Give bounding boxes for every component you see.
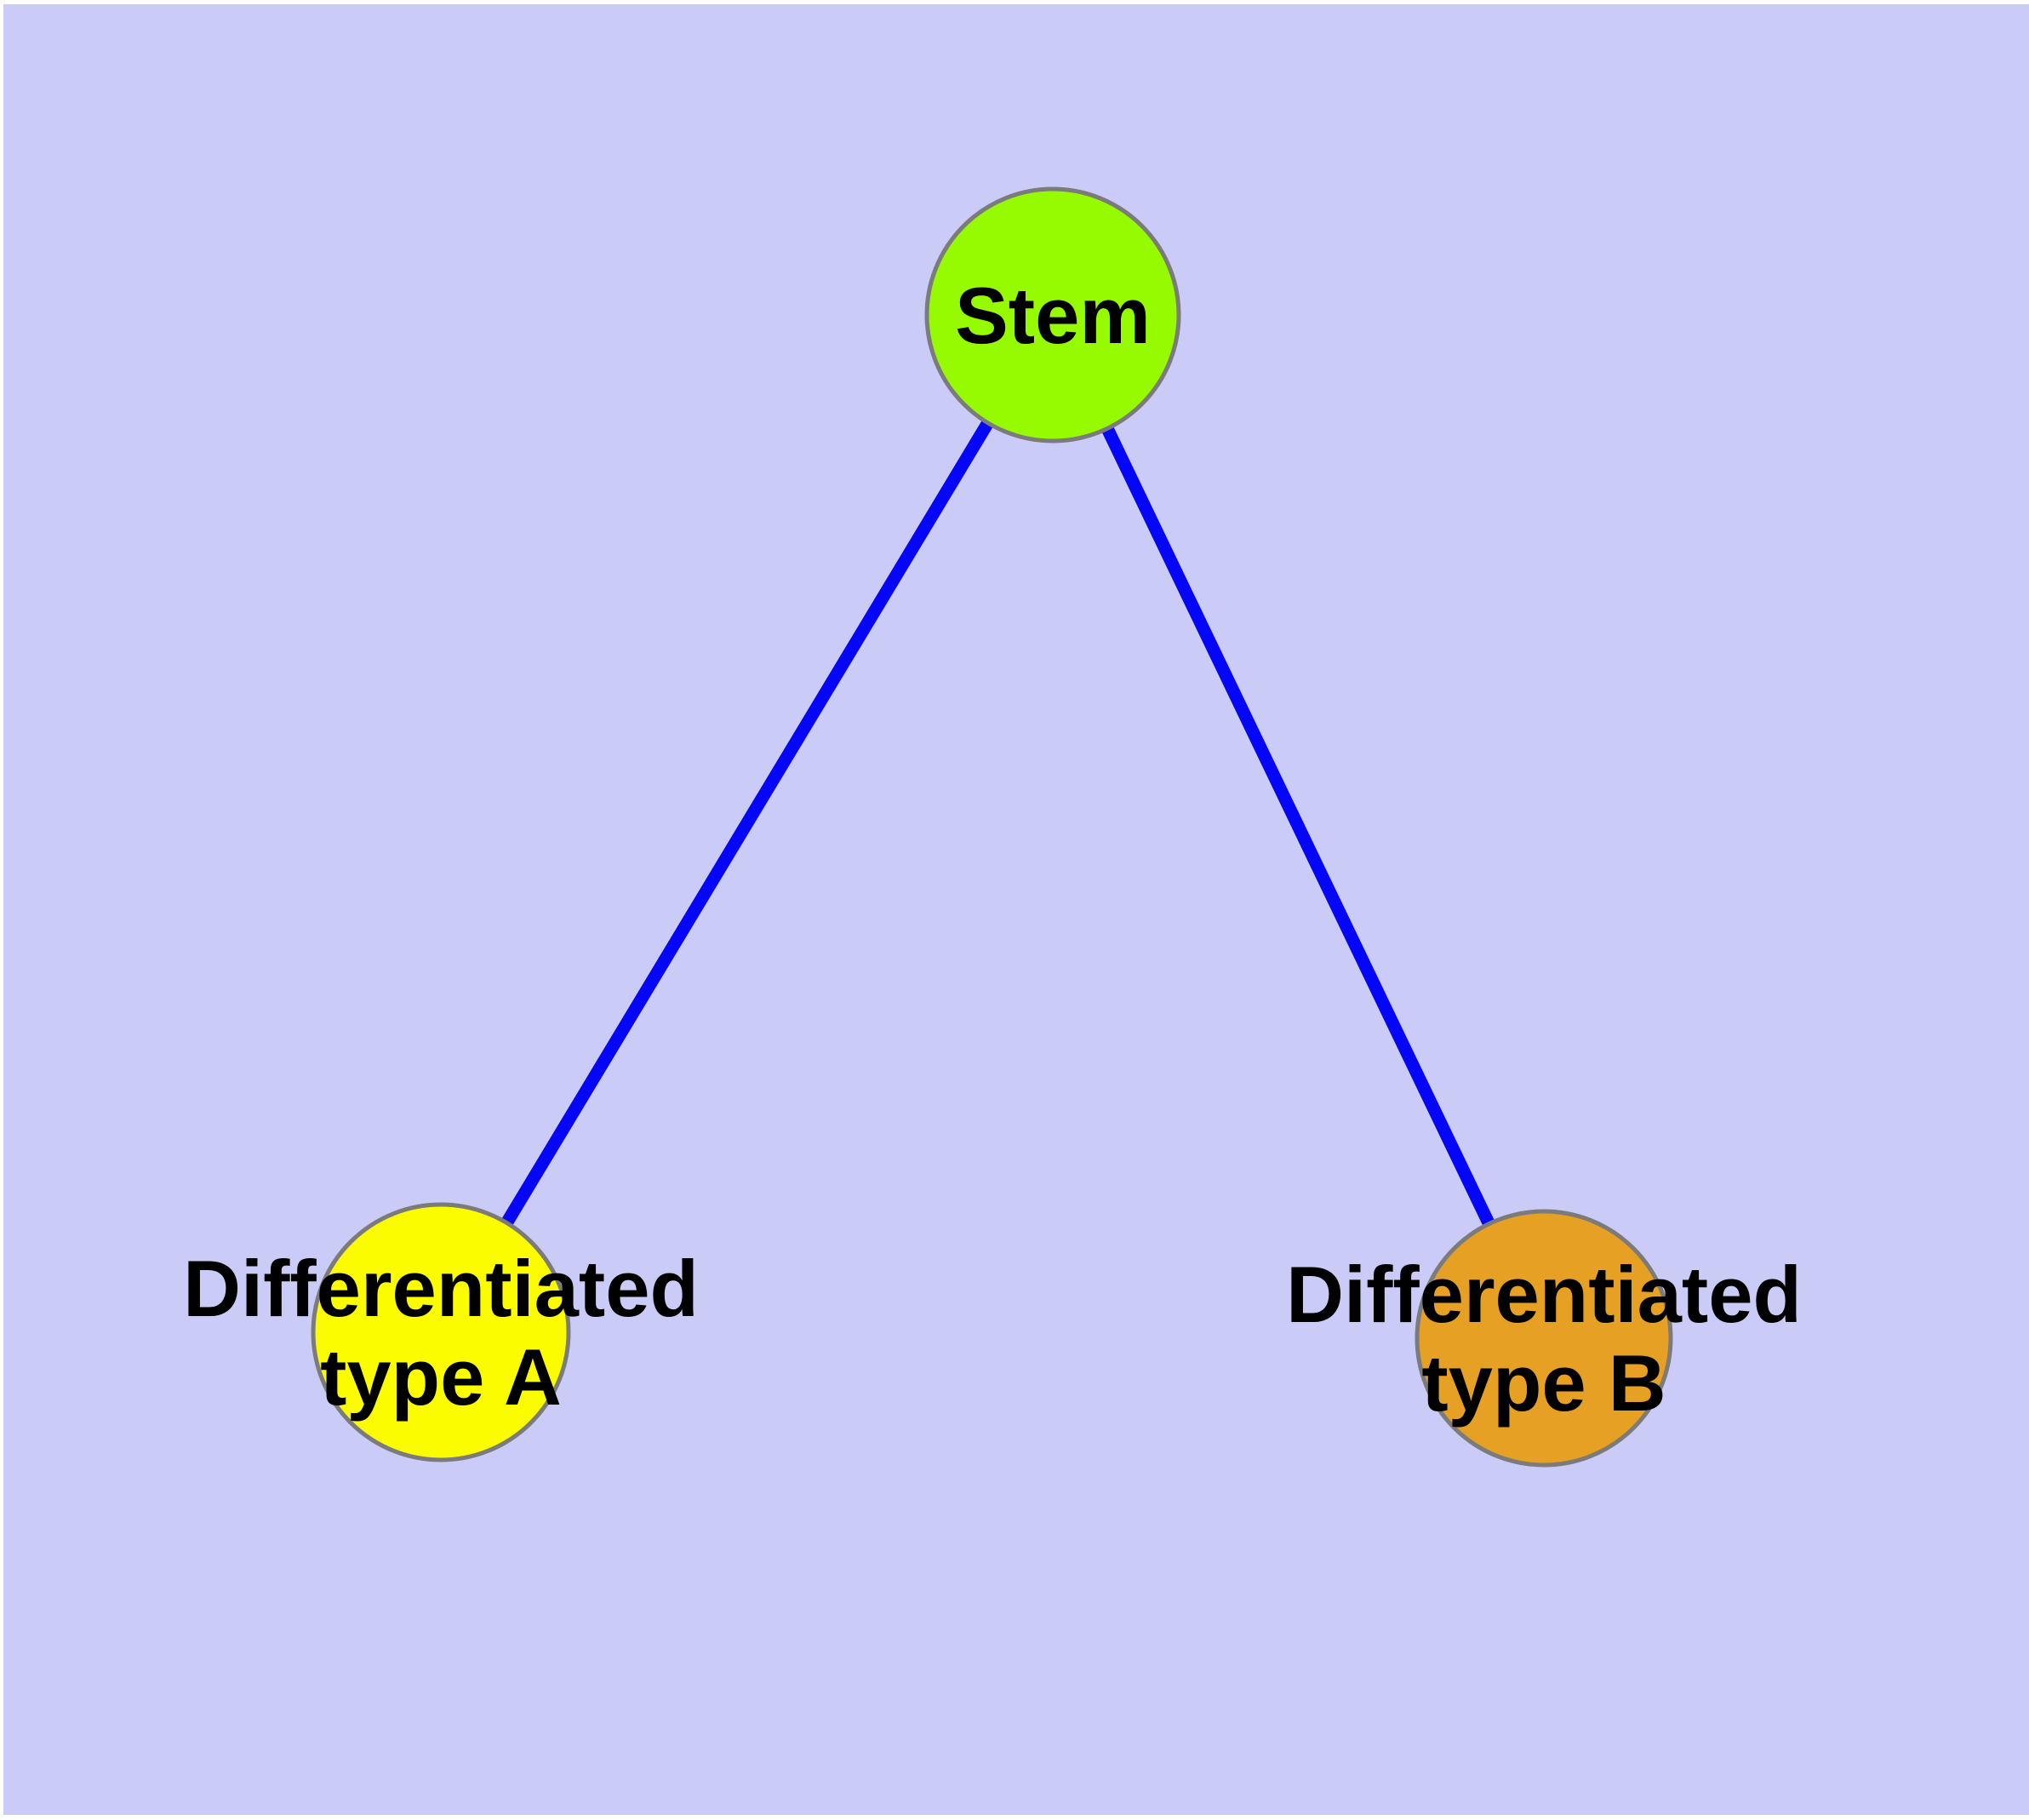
edge-stem-to-diff-a xyxy=(500,419,994,1227)
node-stem-label: Stem xyxy=(955,271,1151,360)
node-diff-a-label-line-2: type A xyxy=(320,1332,562,1422)
edge-stem-to-diff-b xyxy=(1101,426,1495,1227)
node-diff-b-label-line-2: type B xyxy=(1421,1338,1666,1428)
node-stem-label-line-1: Stem xyxy=(955,271,1151,360)
node-diff-b-circle xyxy=(1415,1209,1673,1468)
node-stem-circle xyxy=(924,186,1181,444)
node-diff-b-label-line-1: Differentiated xyxy=(1286,1250,1802,1339)
node-diff-a-label-line-1: Differentiated xyxy=(183,1244,699,1333)
node-diff-a-circle xyxy=(311,1202,571,1462)
